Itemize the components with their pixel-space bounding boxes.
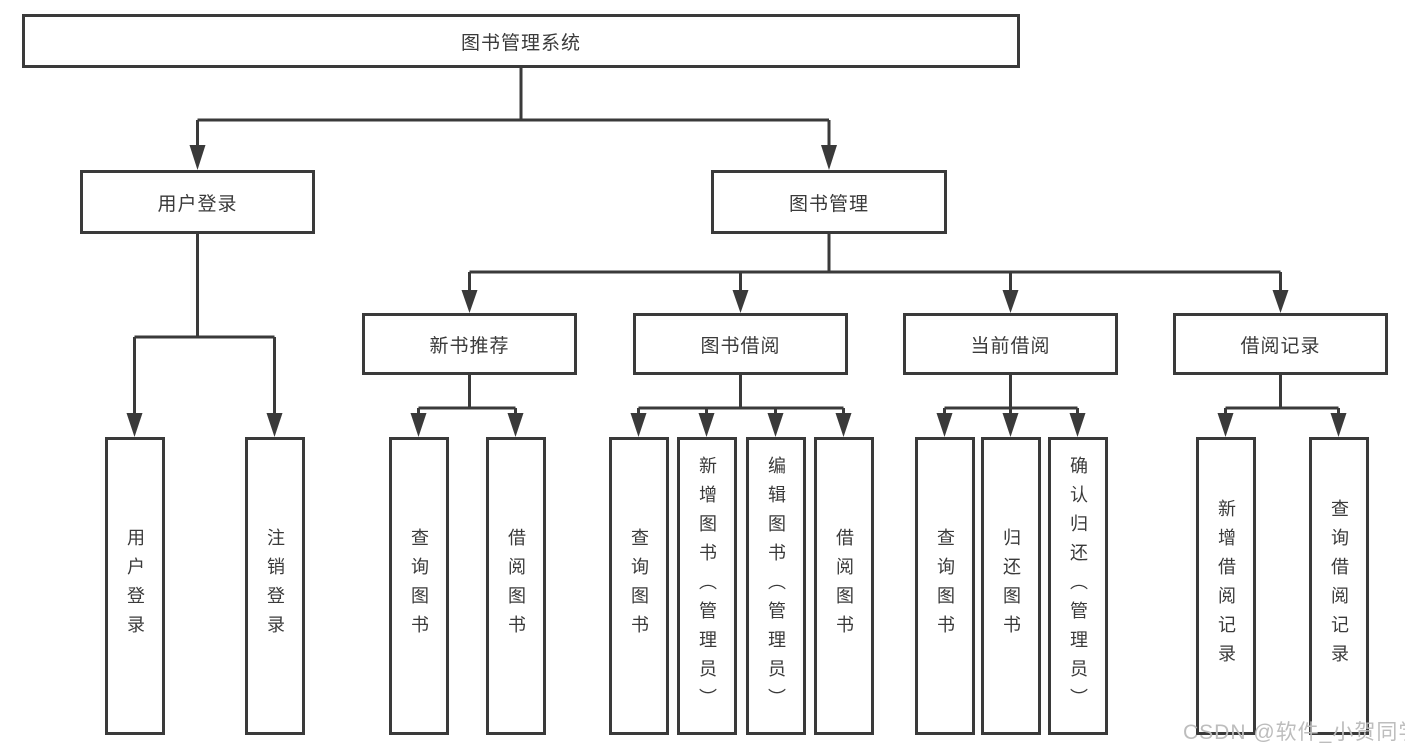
node-leaf-logout-label: 注销登录 <box>265 528 285 644</box>
node-leaf-return-books: 归还图书 <box>981 437 1041 735</box>
node-leaf-borrow-books-1: 借阅图书 <box>486 437 546 735</box>
node-library-system: 图书管理系统 <box>22 14 1020 68</box>
node-borrow-records: 借阅记录 <box>1173 313 1388 375</box>
node-leaf-edit-books-admin: 编辑图书（管理员） <box>746 437 806 735</box>
node-leaf-query-books-3-label: 查询图书 <box>935 528 955 644</box>
node-leaf-user-login-label: 用户登录 <box>125 528 145 644</box>
node-leaf-edit-books-admin-label: 编辑图书（管理员） <box>766 455 786 717</box>
node-leaf-query-books-1: 查询图书 <box>389 437 449 735</box>
node-borrow-records-label: 借阅记录 <box>1240 335 1321 357</box>
node-leaf-confirm-return-admin-label: 确认归还（管理员） <box>1068 455 1088 717</box>
node-book-management-label: 图书管理 <box>788 193 869 215</box>
node-book-management: 图书管理 <box>711 170 947 234</box>
node-user-login: 用户登录 <box>80 170 315 234</box>
node-leaf-query-books-2-label: 查询图书 <box>629 528 649 644</box>
node-leaf-add-borrow-record-label: 新增借阅记录 <box>1216 499 1236 673</box>
node-leaf-user-login: 用户登录 <box>105 437 165 735</box>
node-leaf-return-books-label: 归还图书 <box>1001 528 1021 644</box>
node-leaf-borrow-books-2: 借阅图书 <box>814 437 874 735</box>
node-leaf-logout: 注销登录 <box>245 437 305 735</box>
node-leaf-add-books-admin-label: 新增图书（管理员） <box>697 455 717 717</box>
node-book-borrow: 图书借阅 <box>633 313 848 375</box>
node-new-book-recommend: 新书推荐 <box>362 313 577 375</box>
node-current-borrow: 当前借阅 <box>903 313 1118 375</box>
node-library-system-label: 图书管理系统 <box>460 32 581 54</box>
node-leaf-query-books-2: 查询图书 <box>609 437 669 735</box>
node-leaf-query-books-1-label: 查询图书 <box>409 528 429 644</box>
node-leaf-borrow-books-1-label: 借阅图书 <box>506 528 526 644</box>
node-user-login-label: 用户登录 <box>157 193 238 215</box>
node-new-book-recommend-label: 新书推荐 <box>429 335 510 357</box>
node-leaf-borrow-books-2-label: 借阅图书 <box>834 528 854 644</box>
node-leaf-query-borrow-record-label: 查询借阅记录 <box>1329 499 1349 673</box>
csdn-watermark: CSDN @软件_小贺同学 <box>1183 721 1405 744</box>
node-current-borrow-label: 当前借阅 <box>970 335 1051 357</box>
node-leaf-confirm-return-admin: 确认归还（管理员） <box>1048 437 1108 735</box>
node-book-borrow-label: 图书借阅 <box>700 335 781 357</box>
node-leaf-query-borrow-record: 查询借阅记录 <box>1309 437 1369 735</box>
node-leaf-add-books-admin: 新增图书（管理员） <box>677 437 737 735</box>
node-leaf-add-borrow-record: 新增借阅记录 <box>1196 437 1256 735</box>
node-leaf-query-books-3: 查询图书 <box>915 437 975 735</box>
